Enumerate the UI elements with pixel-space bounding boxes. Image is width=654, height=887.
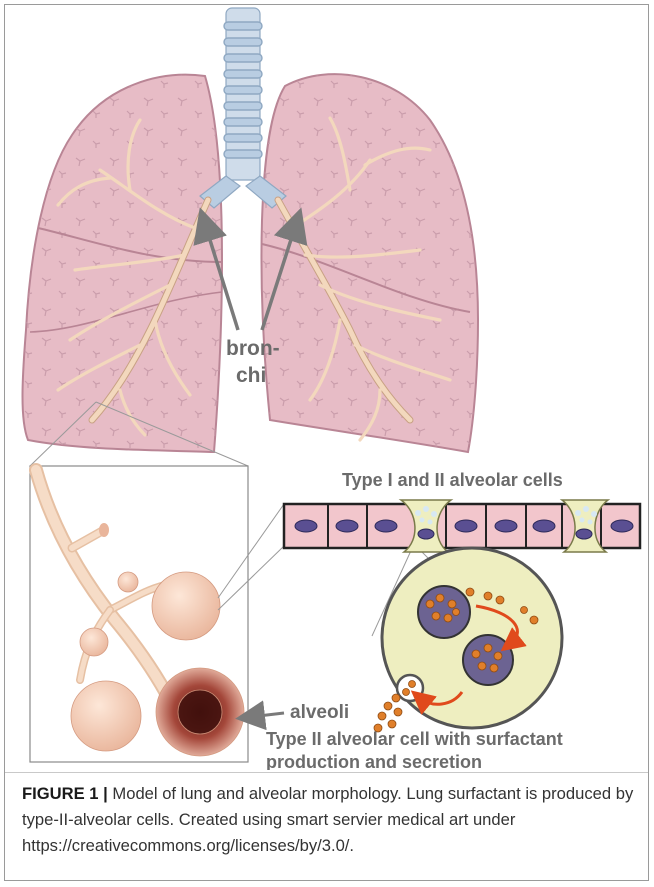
alveoli-arrow	[250, 713, 284, 717]
right-lung	[261, 74, 478, 452]
type2-label-line2: production and secretion	[266, 752, 482, 770]
alveolar-cell-strip	[284, 500, 640, 552]
alveoli-label: alveoli	[290, 702, 349, 723]
lung-alveoli-illustration: bron- chi alveoli	[0, 0, 654, 770]
figure-caption: FIGURE 1 | Model of lung and alveolar mo…	[22, 781, 634, 859]
type2-cell-detail	[374, 548, 562, 732]
caption-separator	[5, 772, 648, 773]
caption-label: FIGURE 1 |	[22, 784, 108, 803]
bronchi-label-line1: bron-	[226, 337, 280, 360]
bronchi-label-line2: chi	[236, 364, 266, 387]
caption-text: Model of lung and alveolar morphology. L…	[22, 784, 633, 855]
alveoli-inset	[30, 466, 248, 762]
cells-title: Type I and II alveolar cells	[342, 470, 563, 490]
type2-label-line1: Type II alveolar cell with surfactant	[266, 729, 563, 749]
